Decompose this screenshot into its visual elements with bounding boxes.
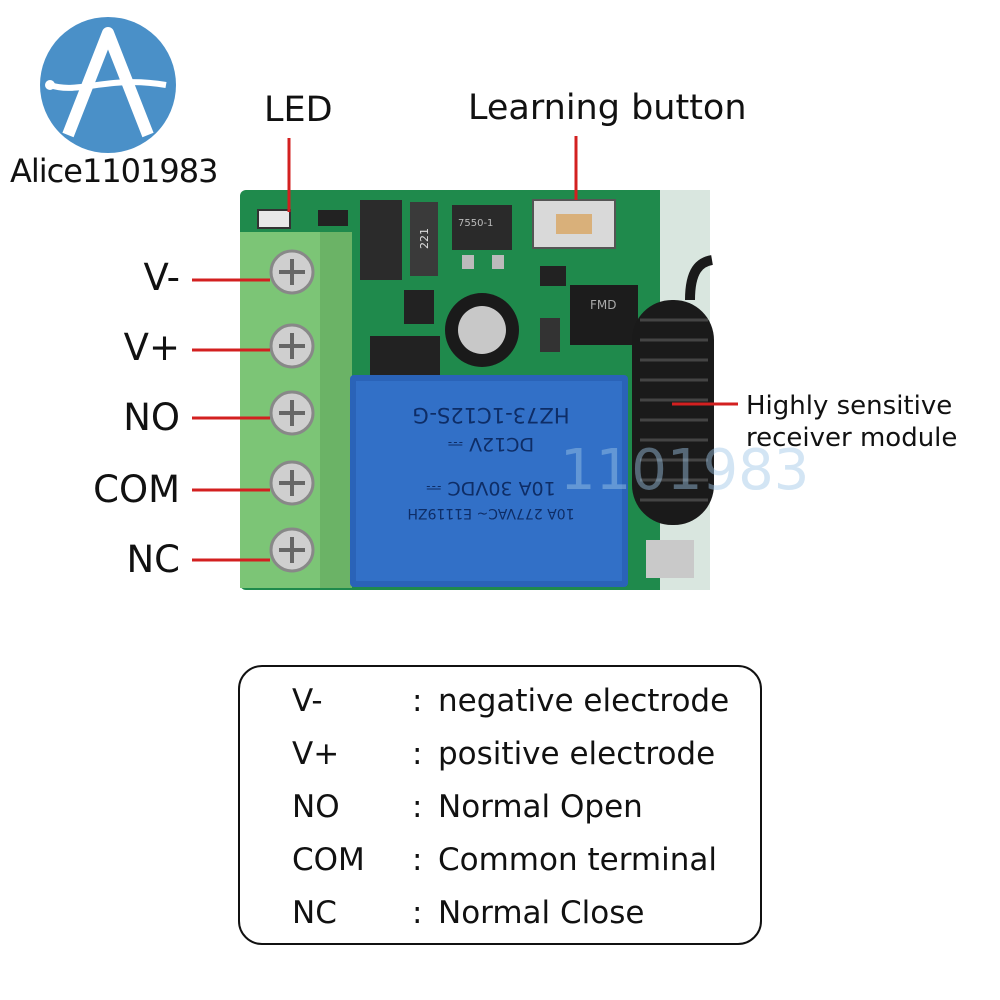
watermark: 1101983 bbox=[560, 438, 810, 503]
legend-desc: negative electrode bbox=[438, 683, 730, 719]
legend-term: V+ bbox=[292, 736, 340, 772]
learning-button-callout: Learning button bbox=[468, 88, 747, 128]
legend-row: NO : Normal Open bbox=[240, 789, 760, 829]
legend-desc: Normal Close bbox=[438, 895, 645, 931]
brand-logo bbox=[40, 17, 176, 153]
legend-term: COM bbox=[292, 842, 365, 878]
legend-sep: : bbox=[412, 895, 423, 931]
pin-label-v-minus: V- bbox=[143, 256, 181, 299]
legend-sep: : bbox=[412, 736, 423, 772]
pin-label-nc: NC bbox=[126, 538, 180, 581]
pin-label-no: NO bbox=[123, 396, 180, 439]
pin-label-com: COM bbox=[93, 468, 180, 511]
brand-name: Alice1101983 bbox=[10, 152, 218, 190]
mcu-text: FMD bbox=[590, 298, 617, 312]
legend-sep: : bbox=[412, 789, 423, 825]
led-component bbox=[257, 209, 291, 229]
receiver-module-label: Highly sensitive receiver module bbox=[746, 390, 957, 454]
legend-term: NO bbox=[292, 789, 340, 825]
legend-desc: Normal Open bbox=[438, 789, 643, 825]
legend-desc: Common terminal bbox=[438, 842, 717, 878]
receiver-label-line1: Highly sensitive bbox=[746, 391, 953, 421]
regulator-text: 7550-1 bbox=[458, 218, 494, 229]
legend-row: V+ : positive electrode bbox=[240, 736, 760, 776]
antenna-coil bbox=[632, 255, 714, 525]
diode-component bbox=[360, 200, 402, 280]
pin-label-v-plus: V+ bbox=[123, 326, 180, 369]
legend-term: V- bbox=[292, 683, 323, 719]
receiver-label-line2: receiver module bbox=[746, 423, 958, 453]
terminal-screws bbox=[269, 249, 315, 573]
legend-sep: : bbox=[412, 683, 423, 719]
legend-term: NC bbox=[292, 895, 337, 931]
learning-button-component bbox=[532, 199, 616, 249]
diode-text: 221 bbox=[418, 228, 431, 249]
legend-sep: : bbox=[412, 842, 423, 878]
regulator-chip bbox=[452, 205, 512, 250]
relay-text-1: 10A 277VAC~ E1119ZH bbox=[407, 505, 575, 521]
legend-box: V- : negative electrode V+ : positive el… bbox=[238, 665, 762, 945]
legend-desc: positive electrode bbox=[438, 736, 716, 772]
mcu-chip bbox=[570, 285, 638, 345]
legend-row: COM : Common terminal bbox=[240, 842, 760, 882]
pointer-lines bbox=[192, 136, 738, 562]
led-callout: LED bbox=[264, 90, 333, 130]
legend-row: V- : negative electrode bbox=[240, 683, 760, 723]
relay-model: HZ73-1C12S-G bbox=[412, 403, 570, 427]
legend-row: NC : Normal Close bbox=[240, 895, 760, 935]
